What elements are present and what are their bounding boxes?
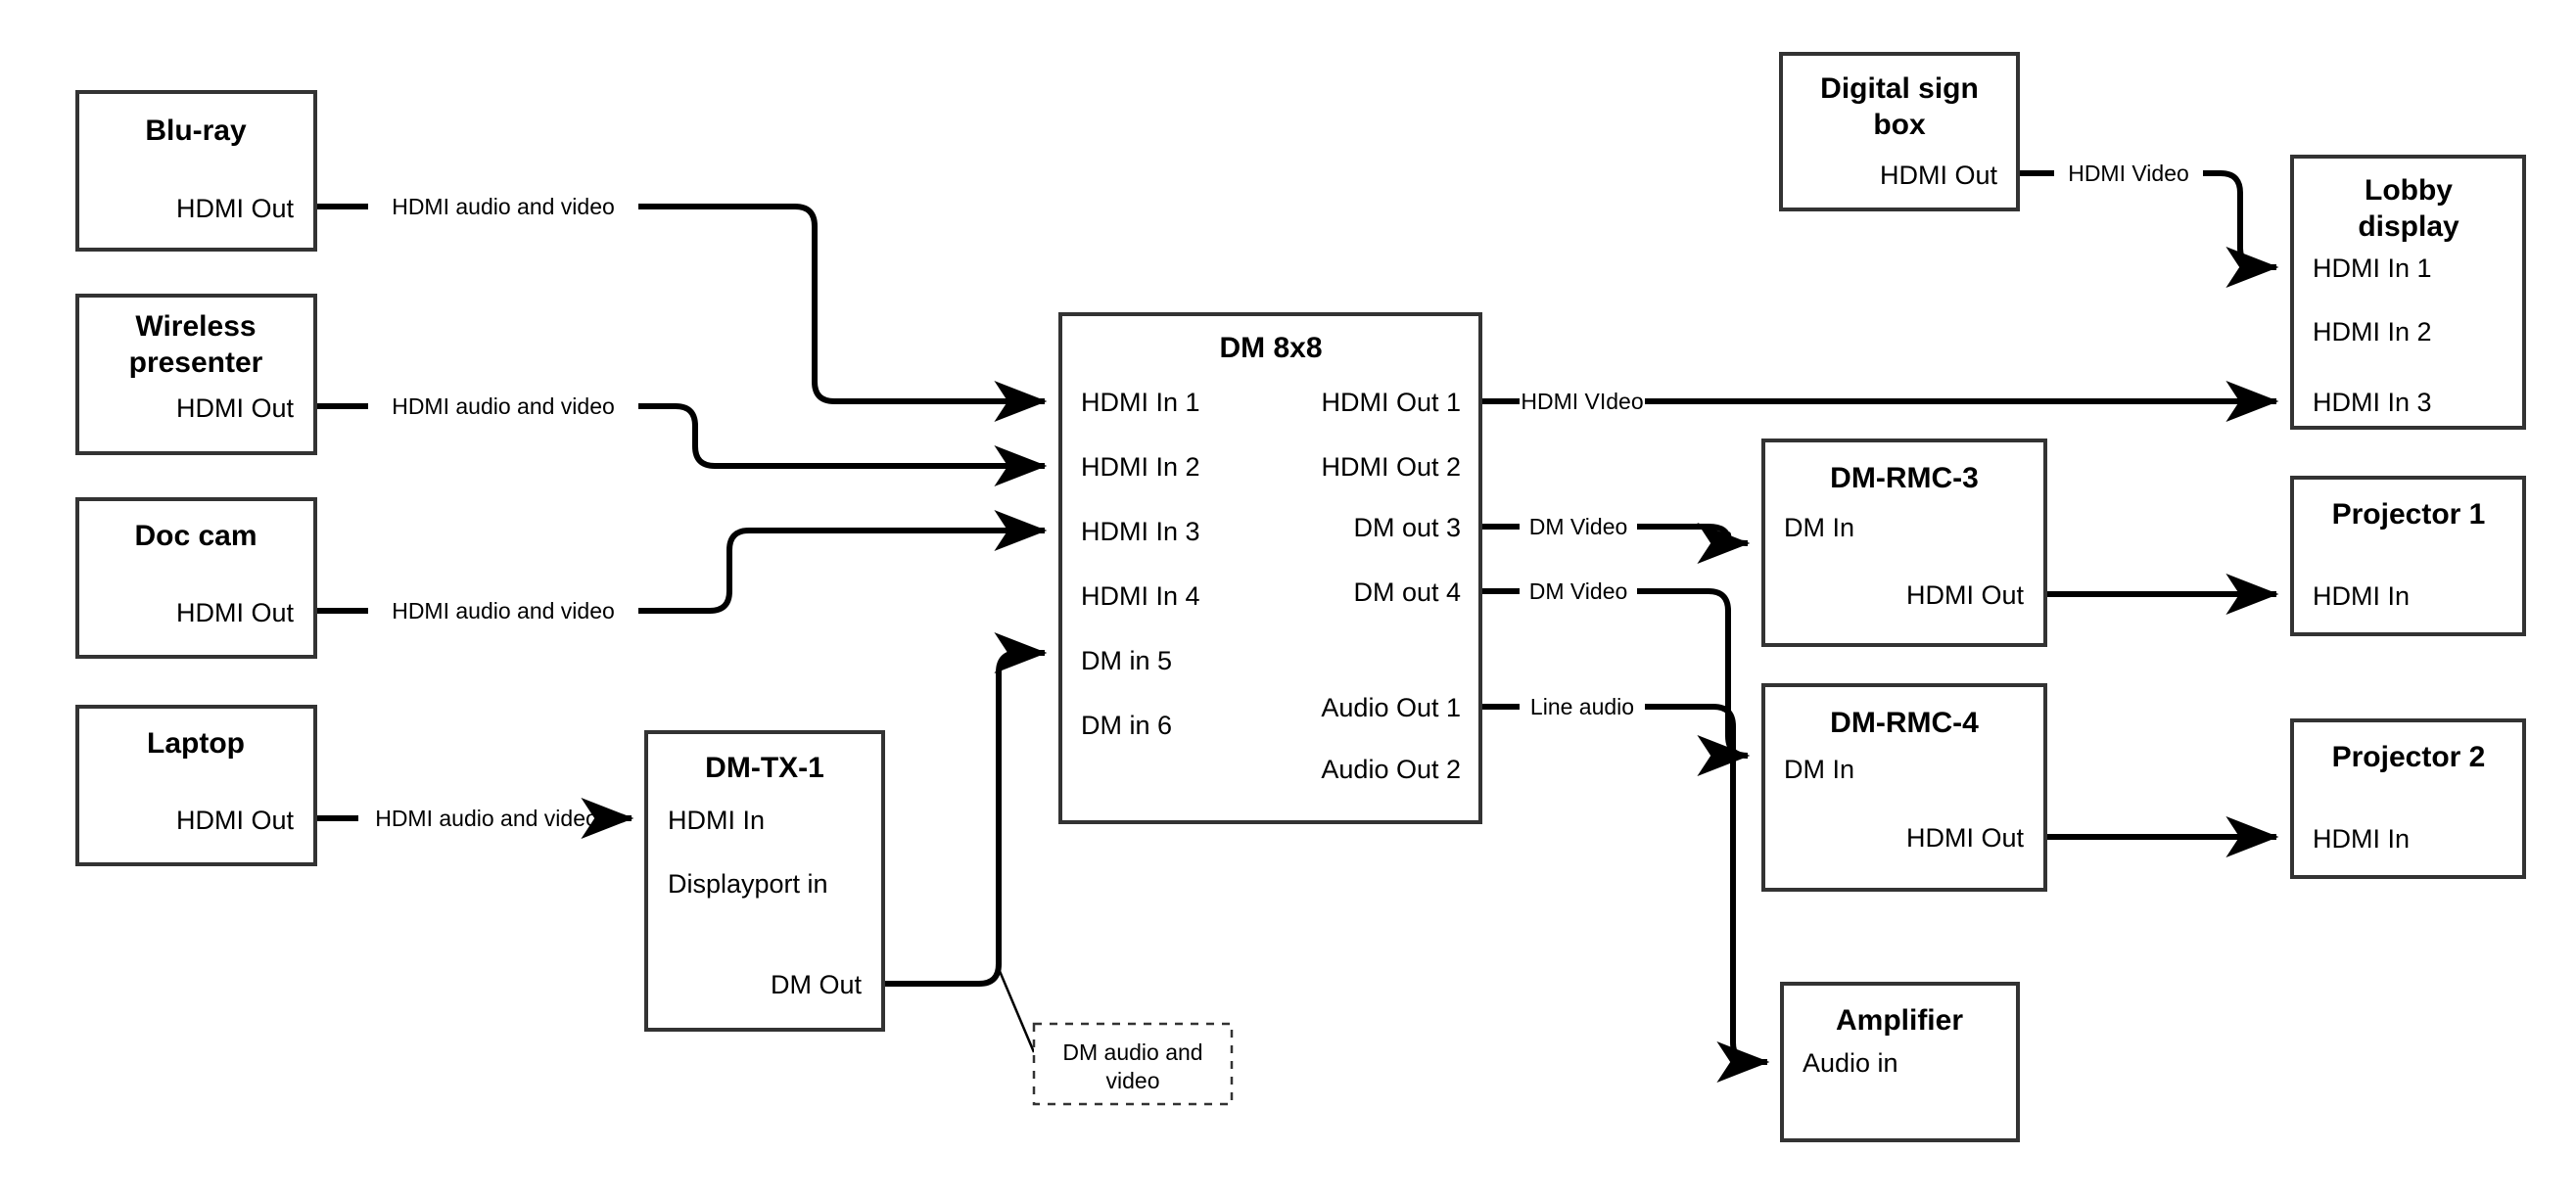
projector-1-port-hdmi-in: HDMI In — [2313, 581, 2410, 611]
wire-label-bluray: HDMI audio and video — [392, 194, 615, 219]
callout-text-line1: DM audio and — [1062, 1039, 1202, 1065]
wire-dm8x8-audio1-to-amp — [1480, 704, 1767, 1062]
wire-label-dm-out1: HDMI VIdeo — [1521, 389, 1643, 414]
callout-dm-audio-and-video: DM audio and video — [1032, 1022, 1234, 1106]
node-wireless-presenter[interactable]: Wireless presenter HDMI Out — [75, 294, 317, 455]
dm-tx-1-title: DM-TX-1 — [705, 752, 824, 784]
dm-8x8-box[interactable] — [1058, 312, 1482, 824]
wire-label-doccam: HDMI audio and video — [392, 598, 615, 624]
dm-8x8-output-hdmi-out-1: HDMI Out 1 — [1321, 388, 1461, 417]
laptop-title: Laptop — [147, 727, 245, 760]
dm-rmc-4-box[interactable] — [1761, 683, 2047, 892]
wireless-presenter-box[interactable] — [75, 294, 317, 455]
lobby-display-box[interactable] — [2290, 155, 2526, 430]
node-dm-8x8[interactable]: DM 8x8 HDMI In 1 HDMI In 2 HDMI In 3 HDM… — [1058, 312, 1482, 824]
wireless-presenter-title-line2: presenter — [129, 346, 263, 379]
node-laptop[interactable]: Laptop HDMI Out — [75, 705, 317, 866]
wireless-presenter-port-hdmi-out: HDMI Out — [176, 393, 295, 423]
wire-dmtx1-to-dm8x8 — [883, 632, 1048, 987]
projector-2-port-hdmi-in: HDMI In — [2313, 824, 2410, 854]
node-digital-sign-box[interactable]: Digital sign box HDMI Out — [1779, 52, 2020, 211]
amplifier-box[interactable] — [1780, 982, 2020, 1142]
dm-tx-1-port-dm-out: DM Out — [771, 970, 863, 999]
digital-sign-box-port-hdmi-out: HDMI Out — [1880, 161, 1998, 190]
callout-box — [1032, 1022, 1234, 1106]
wire-label-sign-to-lobby: HDMI Video — [2068, 161, 2189, 186]
dm-8x8-output-dm-out-3: DM out 3 — [1353, 513, 1461, 542]
node-dm-rmc-3[interactable]: DM-RMC-3 DM In HDMI Out — [1761, 439, 2047, 647]
projector-1-box[interactable] — [2290, 476, 2526, 636]
dm-8x8-input-hdmi-in-2: HDMI In 2 — [1081, 452, 1200, 482]
laptop-box[interactable] — [75, 705, 317, 866]
wire-sign-to-lobby — [2018, 170, 2276, 267]
node-projector-2[interactable]: Projector 2 HDMI In — [2290, 718, 2526, 879]
projector-2-title: Projector 2 — [2332, 741, 2486, 773]
doc-cam-port-hdmi-out: HDMI Out — [176, 598, 295, 627]
wire-label-dm-out4: DM Video — [1529, 578, 1628, 604]
lobby-display-title-line1: Lobby — [2365, 174, 2453, 207]
wire-doccam-to-dm8x8 — [315, 531, 1045, 614]
dm-8x8-input-dm-in-6: DM in 6 — [1081, 711, 1172, 740]
dm-8x8-output-audio-out-1: Audio Out 1 — [1321, 693, 1461, 722]
dm-8x8-output-audio-out-2: Audio Out 2 — [1321, 755, 1461, 784]
wire-dm8x8-out3-to-rmc3 — [1480, 527, 1748, 543]
bluray-port-hdmi-out: HDMI Out — [176, 194, 295, 223]
dm-8x8-output-dm-out-4: DM out 4 — [1353, 577, 1461, 607]
lobby-display-port-hdmi-in-2: HDMI In 2 — [2313, 317, 2432, 346]
callout-leader-line — [995, 963, 1036, 1053]
digital-sign-box-title-line2: box — [1873, 109, 1926, 141]
amplifier-port-audio-in: Audio in — [1803, 1048, 1898, 1078]
dm-8x8-input-hdmi-in-3: HDMI In 3 — [1081, 517, 1200, 546]
callout-text-line2: video — [1106, 1068, 1160, 1093]
dm-8x8-title: DM 8x8 — [1219, 332, 1322, 364]
node-dm-tx-1[interactable]: DM-TX-1 HDMI In Displayport in DM Out — [644, 730, 885, 1032]
bluray-box[interactable] — [75, 90, 317, 252]
node-lobby-display[interactable]: Lobby display HDMI In 1 HDMI In 2 HDMI I… — [2290, 155, 2526, 430]
dm-rmc-4-port-hdmi-out: HDMI Out — [1906, 823, 2025, 853]
dm-tx-1-port-hdmi-in: HDMI In — [668, 806, 765, 835]
dm-tx-1-box[interactable] — [644, 730, 885, 1032]
wireless-presenter-title-line1: Wireless — [135, 310, 256, 343]
dm-tx-1-port-displayport-in: Displayport in — [668, 869, 828, 899]
dm-8x8-input-hdmi-in-4: HDMI In 4 — [1081, 581, 1200, 611]
node-doc-cam[interactable]: Doc cam HDMI Out — [75, 497, 317, 659]
digital-sign-box-box[interactable] — [1779, 52, 2020, 211]
bluray-title: Blu-ray — [145, 115, 247, 147]
lobby-display-port-hdmi-in-3: HDMI In 3 — [2313, 388, 2432, 417]
wire-label-line-audio: Line audio — [1530, 694, 1634, 719]
dm-rmc-3-box[interactable] — [1761, 439, 2047, 647]
wire-bluray-to-dm8x8 — [315, 204, 1045, 401]
laptop-port-hdmi-out: HDMI Out — [176, 806, 295, 835]
dm-rmc-3-port-dm-in: DM In — [1784, 513, 1854, 542]
wire-label-dm-out3: DM Video — [1529, 514, 1628, 539]
wire-label-wireless: HDMI audio and video — [392, 393, 615, 419]
wire-wireless-to-dm8x8 — [315, 403, 1045, 466]
dm-rmc-3-title: DM-RMC-3 — [1830, 462, 1979, 494]
digital-sign-box-title-line1: Digital sign — [1820, 72, 1979, 105]
lobby-display-title-line2: display — [2358, 210, 2459, 243]
node-bluray[interactable]: Blu-ray HDMI Out — [75, 90, 317, 252]
dm-rmc-4-port-dm-in: DM In — [1784, 755, 1854, 784]
dm-8x8-input-hdmi-in-1: HDMI In 1 — [1081, 388, 1200, 417]
projector-2-box[interactable] — [2290, 718, 2526, 879]
node-dm-rmc-4[interactable]: DM-RMC-4 DM In HDMI Out — [1761, 683, 2047, 892]
dm-rmc-3-port-hdmi-out: HDMI Out — [1906, 580, 2025, 610]
node-amplifier[interactable]: Amplifier Audio in — [1780, 982, 2020, 1142]
amplifier-title: Amplifier — [1836, 1004, 1963, 1037]
wire-dm8x8-out4-to-rmc4 — [1480, 588, 1748, 756]
doc-cam-box[interactable] — [75, 497, 317, 659]
dm-8x8-output-hdmi-out-2: HDMI Out 2 — [1321, 452, 1461, 482]
node-projector-1[interactable]: Projector 1 HDMI In — [2290, 476, 2526, 636]
dm-rmc-4-title: DM-RMC-4 — [1830, 707, 1979, 739]
projector-1-title: Projector 1 — [2332, 498, 2486, 531]
lobby-display-port-hdmi-in-1: HDMI In 1 — [2313, 254, 2432, 283]
doc-cam-title: Doc cam — [134, 520, 257, 552]
dm-8x8-input-dm-in-5: DM in 5 — [1081, 646, 1172, 675]
wire-label-laptop: HDMI audio and video — [375, 806, 598, 831]
